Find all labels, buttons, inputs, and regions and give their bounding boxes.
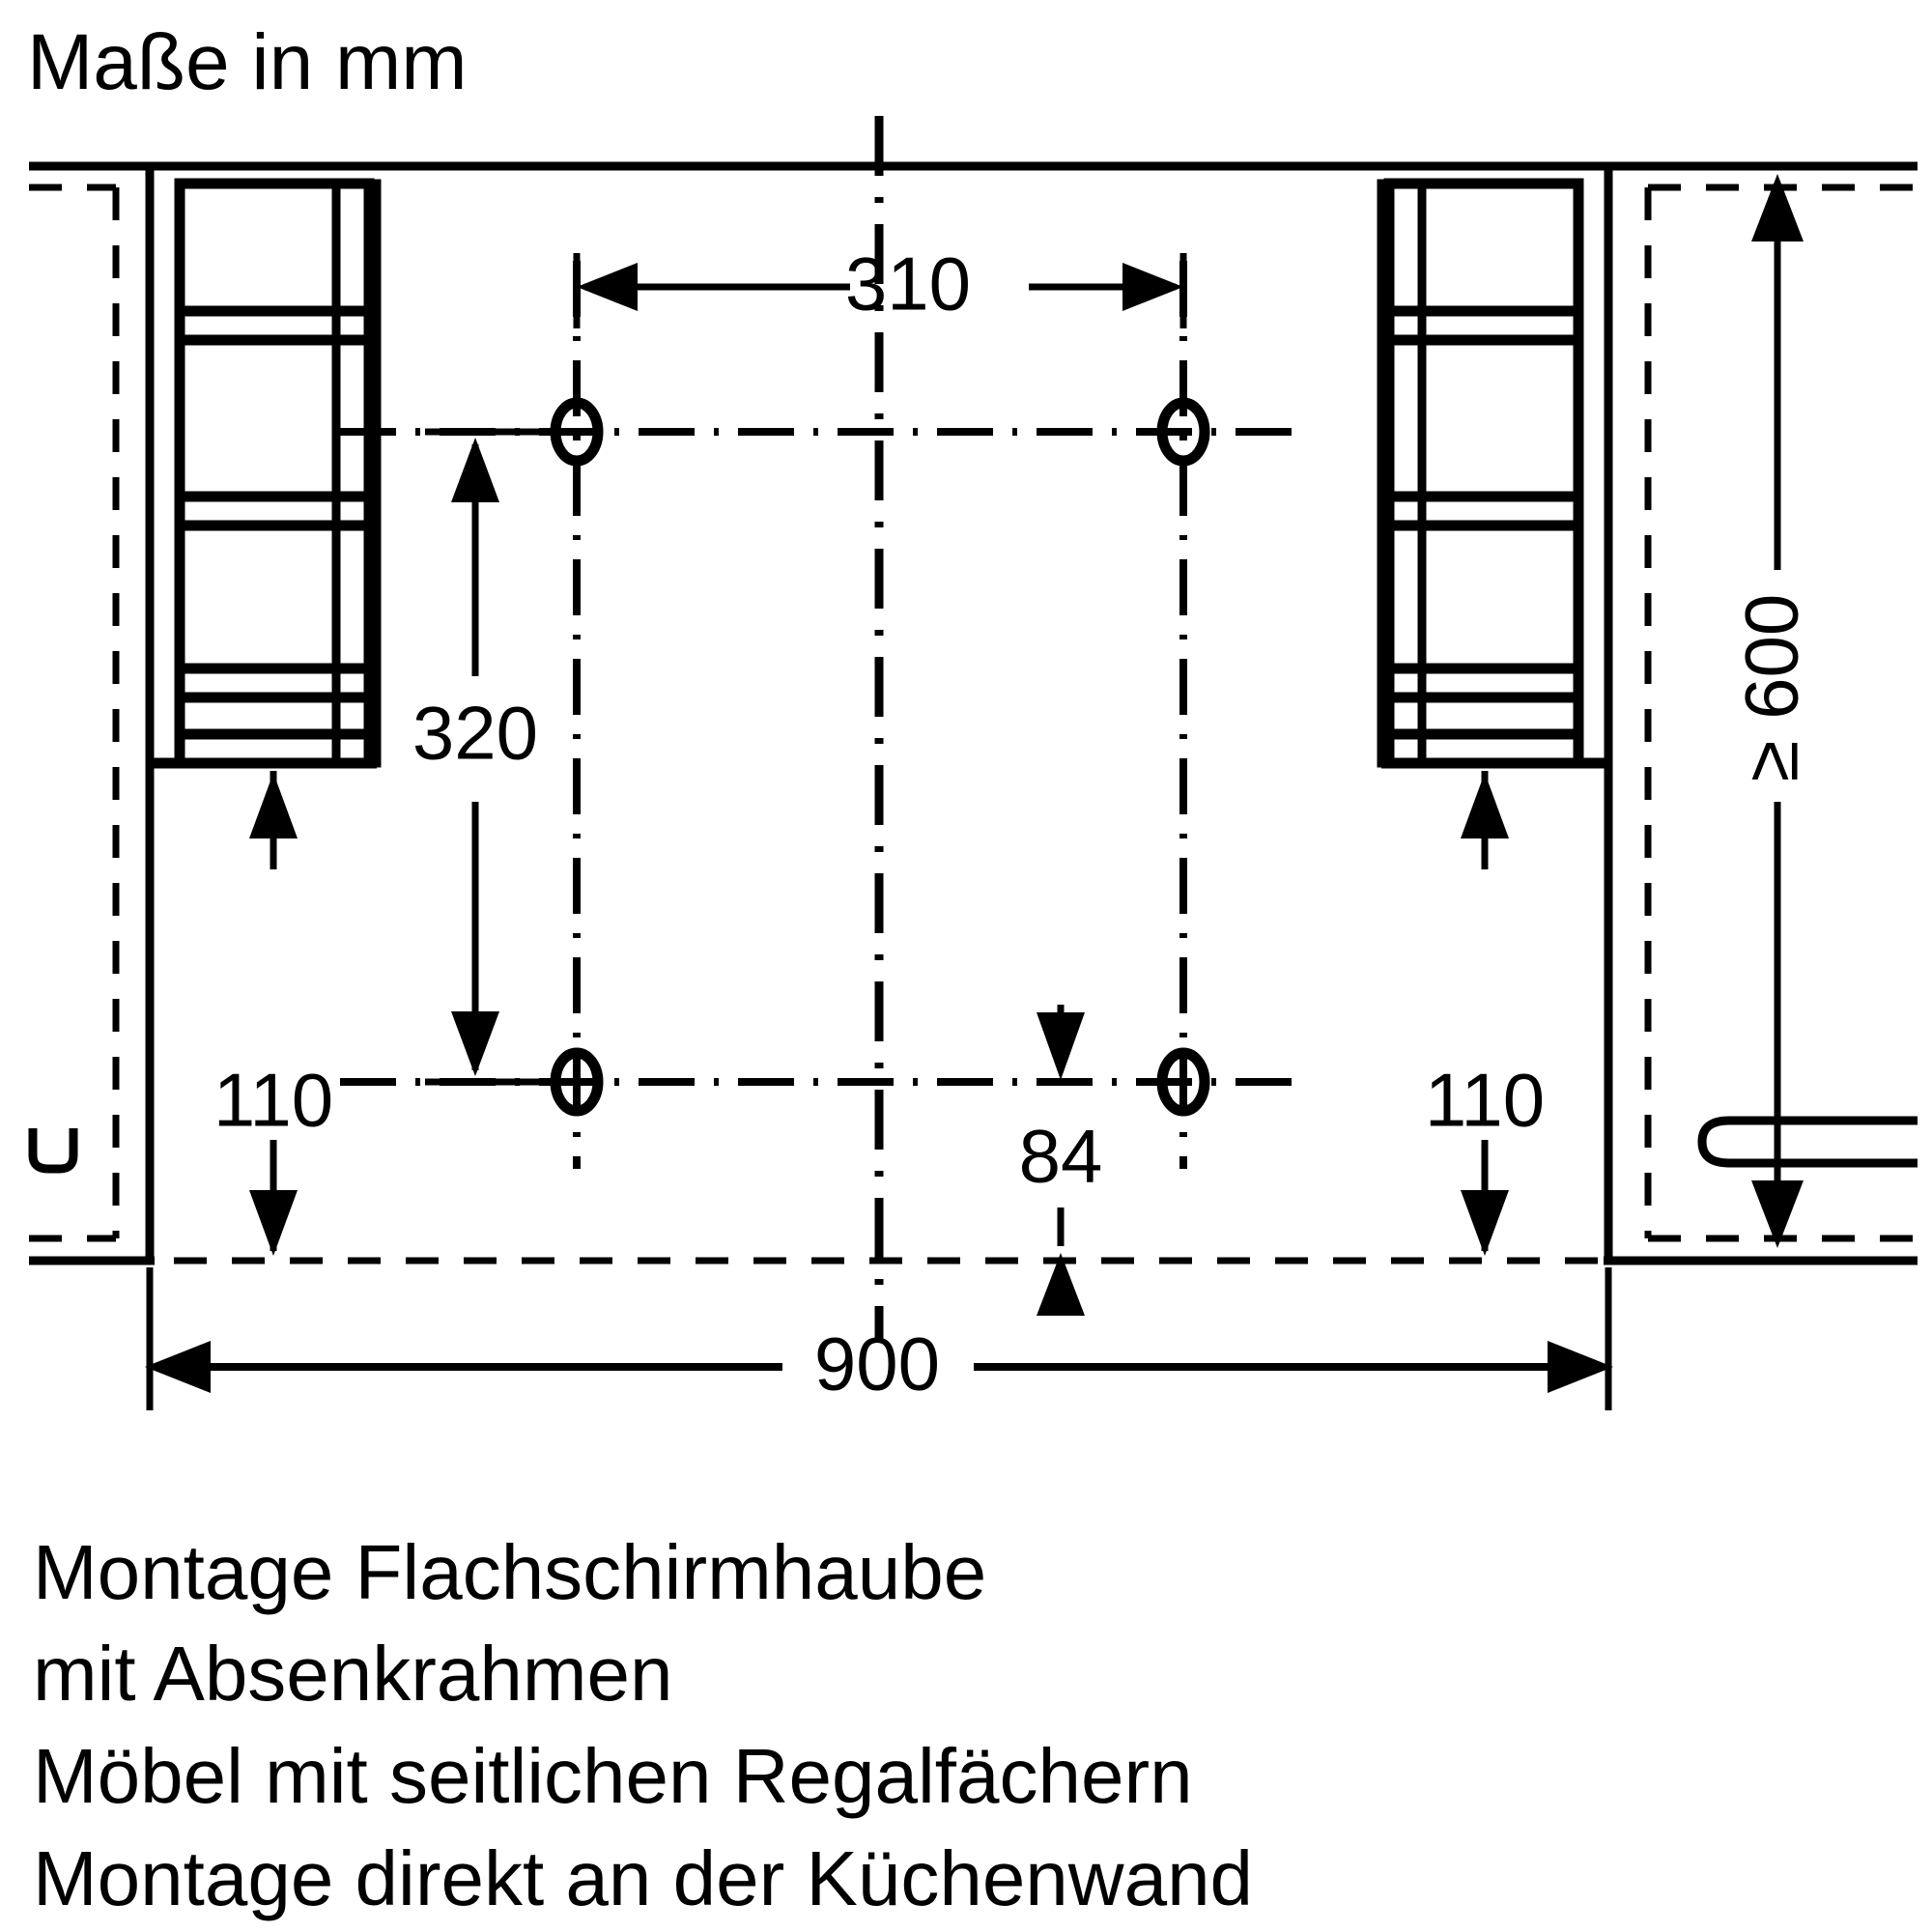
caption-line-3: Möbel mit seitlichen Regalfächern — [33, 1733, 1193, 1819]
dimension-110-right: 110 — [1425, 771, 1545, 1256]
caption-block: Montage Flachschirmhaube mit Absenkrahme… — [33, 1529, 1253, 1921]
dimension-110-left-label: 110 — [213, 1058, 333, 1143]
hidden-edges-dashed — [29, 184, 1918, 1264]
hole-axes — [340, 261, 1299, 1169]
left-side-panel — [150, 179, 382, 769]
page-title: Maße in mm — [27, 18, 468, 106]
dimension-110-right-label: 110 — [1425, 1058, 1545, 1143]
caption-line-1: Montage Flachschirmhaube — [33, 1529, 986, 1615]
left-wall-bracket-symbol — [28, 1128, 78, 1174]
dimension-110-left: 110 — [213, 771, 333, 1256]
hole-bottom-right — [1156, 1047, 1210, 1117]
dimension-600-label: ≥ 600 — [1729, 594, 1814, 782]
right-shelf-cabinet — [1383, 178, 1584, 769]
right-side-panel — [1377, 179, 1608, 769]
dimension-84: 84 — [1019, 1005, 1103, 1316]
caption-line-2: mit Absenkrahmen — [33, 1631, 673, 1717]
dimension-310: 310 — [573, 242, 1187, 328]
left-shelf-cabinet — [174, 178, 375, 769]
dimension-320: 320 — [412, 428, 560, 1086]
dimension-900: 900 — [145, 1267, 1613, 1410]
right-rail-symbol — [1697, 1116, 1918, 1168]
dimension-310-label: 310 — [845, 242, 971, 327]
dimension-320-label: 320 — [412, 691, 538, 776]
hole-top-right — [1156, 397, 1210, 467]
dimension-600: ≥ 600 — [1729, 174, 1814, 1248]
wall-outline — [29, 161, 1918, 1265]
caption-line-4: Montage direkt an der Küchenwand — [33, 1835, 1253, 1921]
dimension-84-label: 84 — [1019, 1114, 1103, 1199]
dimension-900-label: 900 — [814, 1321, 940, 1406]
